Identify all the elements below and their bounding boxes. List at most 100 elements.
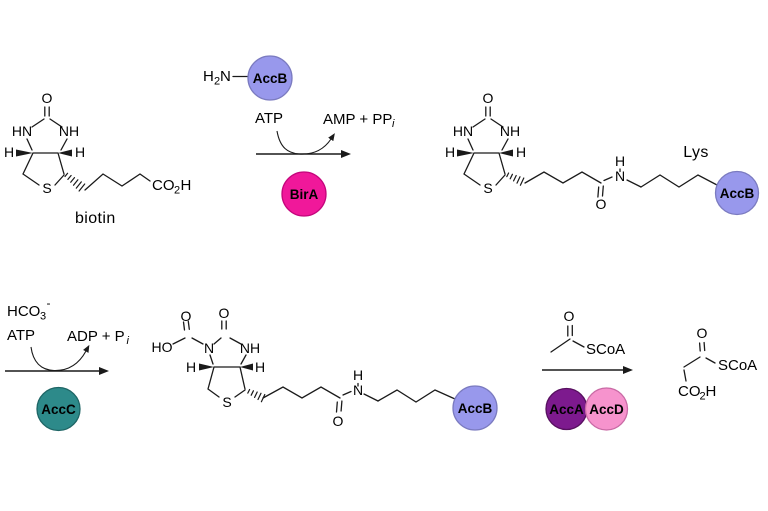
atom-label-n: N <box>204 340 214 356</box>
biotin-wedge-left <box>16 149 33 157</box>
atom-label-o: O <box>42 90 53 106</box>
atom-label-o: O <box>564 308 575 324</box>
product-side-chain <box>524 171 602 184</box>
acid-group-label: CO <box>152 177 175 194</box>
atom-label-hn: HN <box>12 123 32 139</box>
product-lysine-chain <box>640 174 718 188</box>
atom-label-o: O <box>219 305 230 321</box>
amine-label-h: H <box>203 68 214 85</box>
acid-group-subscript: 2 <box>174 185 180 197</box>
byproduct-subscript: i <box>392 118 395 130</box>
cofactor-atp-label: ATP <box>7 327 35 344</box>
biotin-carbonyl-double-bond <box>44 106 50 117</box>
atom-label-nh: NH <box>59 123 79 139</box>
accd-enzyme-label: AccD <box>589 402 624 417</box>
product-carbonyl-double-bond <box>485 106 491 117</box>
biotin-name-label: biotin <box>75 210 116 227</box>
thioester-label: SCoA <box>718 357 757 374</box>
accb-protein-label: AccB <box>458 401 493 416</box>
accd-enzyme-circle <box>584 387 629 431</box>
atom-label-nh: NH <box>240 340 260 356</box>
atom-label-amide-o: O <box>333 413 344 429</box>
wedge-right <box>240 363 253 371</box>
accb-protein-circle <box>714 170 760 216</box>
acca-enzyme-label: AccA <box>549 402 584 417</box>
step3-reaction-center: O SCoA AccA AccD <box>542 308 633 431</box>
atom-label-carboxyl-o: O <box>181 308 192 324</box>
ring-bonds <box>207 337 247 398</box>
lysine-label: Lys <box>683 144 709 161</box>
atom-label-h: H <box>4 144 14 160</box>
accb-protein-circle <box>247 55 293 101</box>
side-chain <box>262 386 341 399</box>
bira-enzyme-circle <box>281 171 327 217</box>
step1-reaction-center: H 2 N AccB ATP AMP + PP i BirA <box>203 55 395 217</box>
catalysis-curved-arrow <box>276 130 335 155</box>
atom-label-amide-n: N <box>353 382 363 398</box>
atom-label-h: H <box>255 359 265 375</box>
accb-protein-label: AccB <box>720 186 755 201</box>
amide-n-bonds <box>342 382 379 402</box>
product-wedge-left <box>457 149 474 157</box>
thioester-label: SCoA <box>586 341 625 358</box>
amine-label-sub: 2 <box>214 76 220 88</box>
ring-carbonyl-double-bond <box>221 320 227 330</box>
atom-label-s: S <box>222 394 231 410</box>
atom-label-h: H <box>75 144 85 160</box>
accc-enzyme-label: AccC <box>41 402 76 417</box>
biotinyl-accb-structure: O HN NH H H S O H N Lys AccB <box>445 90 760 216</box>
malonyl-coa-double-bond <box>698 341 706 352</box>
acetyl-coa-double-bond <box>567 324 573 337</box>
acid-group-subscript: 2 <box>700 391 706 403</box>
carboxyl-double-bond <box>182 320 190 331</box>
malonyl-coa-bonds <box>683 356 716 382</box>
carboxybiotinyl-accb-structure: HO O N O NH H H S O H N AccB <box>152 305 498 431</box>
accb-protein-label: AccB <box>253 71 288 86</box>
amine-label-n: N <box>220 68 231 85</box>
cofactor-atp-label: ATP <box>255 110 283 127</box>
atom-label-h: H <box>516 144 526 160</box>
product-amide-n-bonds <box>603 168 642 188</box>
atom-label-s: S <box>42 180 51 196</box>
carboxyl-bonds <box>172 337 204 345</box>
biotin-wedge-right <box>58 149 72 157</box>
product-amide-double-bond <box>597 185 604 198</box>
acetyl-coa-bonds <box>550 338 585 353</box>
acid-group-h: H <box>181 177 192 194</box>
acid-group-h: H <box>706 383 717 400</box>
bira-enzyme-label: BirA <box>290 187 319 202</box>
byproduct-label: AMP + PP <box>323 111 392 128</box>
biotin-hash-bond <box>64 172 86 192</box>
byproduct-subscript: i <box>127 335 130 347</box>
malonyl-coa-structure: O SCoA CO 2 H <box>678 325 757 403</box>
atom-label-o: O <box>697 325 708 341</box>
atom-label-amide-h: H <box>615 153 625 169</box>
acid-group-label: CO <box>678 383 701 400</box>
catalysis-curved-arrow <box>30 344 90 372</box>
biotin-structure: O HN NH H H S CO 2 H biotin <box>4 90 191 227</box>
atom-label-o: O <box>483 90 494 106</box>
atom-label-hn: HN <box>453 123 473 139</box>
bicarbonate-subscript: 3 <box>40 311 46 323</box>
bicarbonate-charge: - <box>47 296 51 310</box>
biotin-side-chain <box>84 173 151 191</box>
atom-label-h: H <box>445 144 455 160</box>
atom-label-ho: HO <box>152 339 173 355</box>
accc-enzyme-circle <box>36 386 81 432</box>
wedge-left <box>199 363 214 371</box>
product-hash-bond <box>506 172 525 186</box>
lysine-chain <box>377 389 456 403</box>
biotin-bonds <box>22 118 68 186</box>
accb-protein-circle <box>452 385 498 431</box>
amide-double-bond <box>335 400 343 413</box>
atom-label-nh: NH <box>500 123 520 139</box>
step2-reaction-center: HCO 3 - ATP ADP + P i AccC <box>5 296 130 432</box>
atom-label-h: H <box>186 359 196 375</box>
product-ring-bonds <box>463 118 509 186</box>
byproduct-label: ADP + P <box>67 328 125 345</box>
atom-label-amide-h: H <box>353 367 363 383</box>
hash-bond <box>247 388 266 403</box>
atom-label-s: S <box>483 180 492 196</box>
